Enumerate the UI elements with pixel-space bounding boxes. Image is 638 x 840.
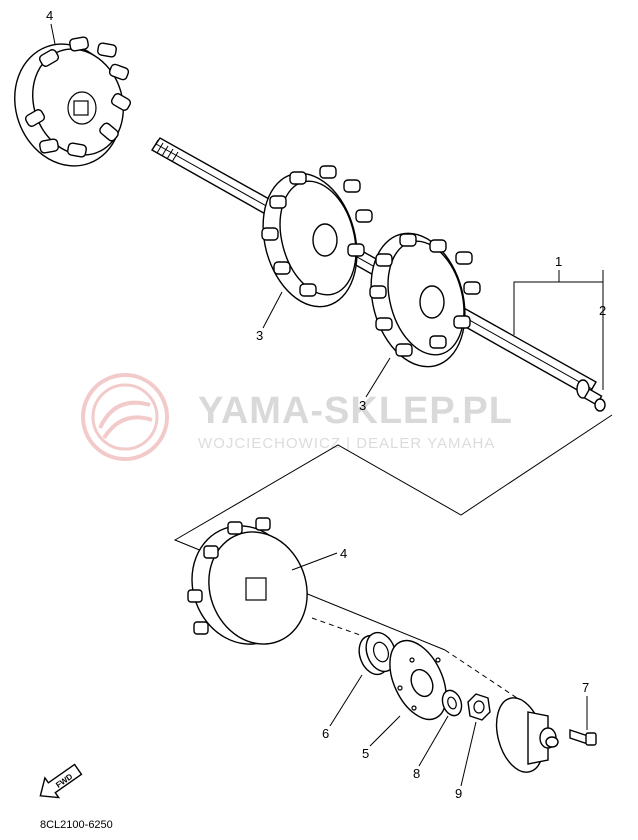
callout-4-top: 4 — [46, 8, 53, 23]
callout-4-lower: 4 — [340, 546, 347, 561]
sprocket-inner-1 — [261, 165, 373, 308]
watermark-logo — [81, 373, 169, 461]
sprocket-inner-2 — [369, 232, 481, 368]
callout-3-left: 3 — [256, 328, 263, 343]
washer — [441, 689, 463, 717]
housing-cap — [495, 697, 559, 773]
nut — [467, 693, 491, 721]
bolt — [569, 729, 597, 746]
watermark-title: YAMA-SKLEP.PL — [198, 390, 513, 432]
watermark: YAMA-SKLEP.PL WOJCIECHOWICZ | DEALER YAM… — [81, 373, 513, 461]
callout-1: 1 — [555, 254, 562, 269]
callout-6: 6 — [322, 726, 329, 741]
callout-7: 7 — [582, 680, 589, 695]
fwd-arrow-icon: FWD — [39, 763, 83, 799]
bearing — [358, 631, 397, 676]
watermark-subtitle: WOJCIECHOWICZ | DEALER YAMAHA — [198, 435, 495, 452]
flange-plate — [389, 639, 447, 721]
part-code: 8CL2100-6250 — [40, 819, 113, 831]
callout-5: 5 — [362, 746, 369, 761]
callout-3-right: 3 — [359, 398, 366, 413]
sprocket-upper-left — [14, 36, 132, 167]
callout-8: 8 — [413, 766, 420, 781]
callouts: 4 1 2 3 3 4 6 5 8 9 7 — [46, 8, 606, 801]
callout-2: 2 — [599, 303, 606, 318]
callout-9: 9 — [455, 786, 462, 801]
sprocket-lower — [187, 517, 308, 645]
